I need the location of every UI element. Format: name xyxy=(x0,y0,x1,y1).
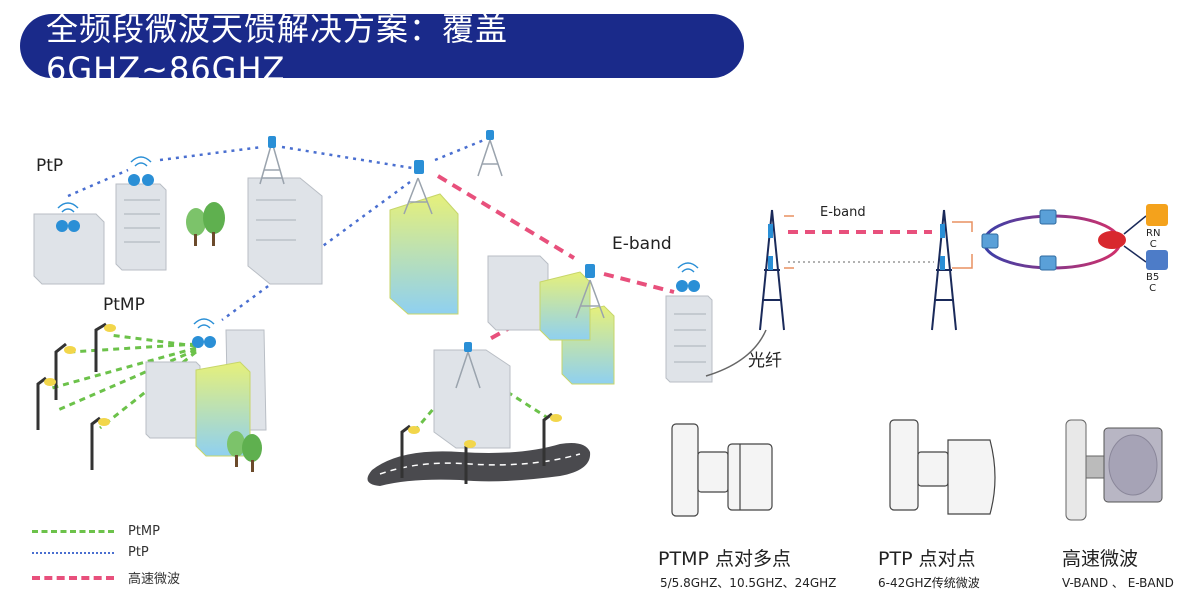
lattice-tower xyxy=(259,139,605,389)
legend-item-ptmp: PtMP xyxy=(32,524,160,539)
legend-label: 高速微波 xyxy=(128,572,181,587)
highspeed-link xyxy=(603,272,675,294)
ptp-link xyxy=(434,138,485,162)
trees xyxy=(186,202,262,472)
product-bands-ptp: 6-42GHZ传统微波 xyxy=(878,576,980,590)
ptmp-label: PtMP xyxy=(103,295,145,315)
ptp-label: PtP xyxy=(36,156,64,176)
fiber-cable xyxy=(705,329,767,377)
eband-label-small: E-band xyxy=(820,205,866,220)
rnc-label: RN C xyxy=(1146,228,1161,250)
ptmp-link xyxy=(69,342,197,354)
fiber-label: 光纤 xyxy=(748,351,782,371)
ptmp-link xyxy=(99,350,197,430)
ptp-link xyxy=(67,168,129,198)
highspeed-device-icon xyxy=(1065,419,1163,521)
product-bands-ptmp: 5/5.8GHZ、10.5GHZ、24GHZ xyxy=(660,576,837,590)
legend-swatch xyxy=(32,575,114,580)
ring-node-icon xyxy=(981,209,1057,271)
ptmp-link xyxy=(109,333,197,348)
antenna-heads xyxy=(268,130,595,352)
ptp-link xyxy=(281,145,413,170)
title-banner: 全频段微波天馈解决方案：覆盖6GHZ~86GHZ xyxy=(20,10,744,88)
product-bands-highspeed: V-BAND 、 E-BAND xyxy=(1062,576,1174,590)
product-name-highspeed: 高速微波 xyxy=(1062,548,1139,570)
legend-swatch xyxy=(32,530,114,533)
router-icon xyxy=(1098,231,1126,249)
legend-item-ptp: PtP xyxy=(32,545,149,560)
legend-swatch xyxy=(32,551,114,554)
legend-item-highspeed: 高速微波 xyxy=(32,568,180,587)
ptp-device-icon xyxy=(889,419,996,515)
street-lamp-icon xyxy=(36,322,553,484)
eband-tower xyxy=(759,209,957,331)
highspeed-links xyxy=(436,174,932,342)
bsc-icon xyxy=(1146,250,1168,270)
building-grey xyxy=(33,177,713,449)
rnc-icon xyxy=(1146,204,1168,226)
ptmp-device-icon xyxy=(671,423,773,517)
building-highlight xyxy=(195,193,615,457)
signal-arcs-icon xyxy=(57,156,699,329)
ptp-link xyxy=(221,180,411,322)
product-name-ptmp: PTMP 点对多点 xyxy=(658,548,791,570)
ptmp-link xyxy=(51,346,197,390)
highspeed-link xyxy=(436,174,576,260)
page-title: 全频段微波天馈解决方案：覆盖6GHZ~86GHZ xyxy=(46,10,509,88)
legend-label: PtMP xyxy=(128,524,160,539)
dish-pair-icon xyxy=(56,174,700,348)
legend-label: PtP xyxy=(128,545,149,560)
ptp-link xyxy=(159,145,263,162)
ptmp-link xyxy=(57,348,197,412)
ptp-links xyxy=(67,138,485,322)
product-name-ptp: PTP 点对点 xyxy=(878,548,976,570)
bsc-label: B5 C xyxy=(1146,272,1160,294)
eband-label: E-band xyxy=(612,234,672,254)
